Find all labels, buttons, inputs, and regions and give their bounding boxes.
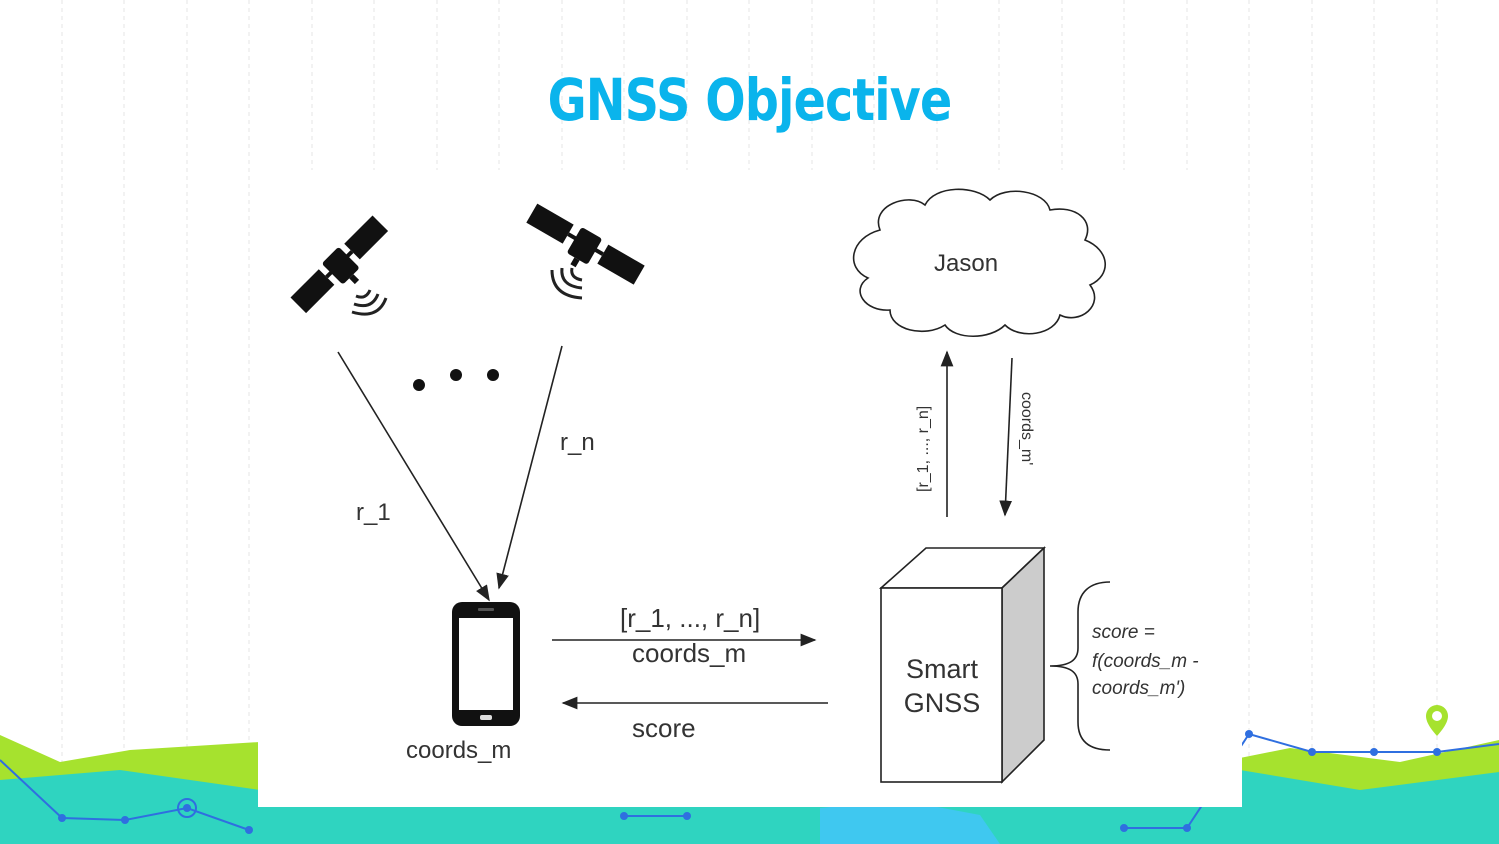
- satellite-icon: [290, 215, 389, 314]
- formula-line2: f(coords_m -: [1092, 651, 1199, 672]
- ellipsis-dots: [413, 369, 499, 391]
- slide-title: GNSS Objective: [547, 66, 953, 134]
- satellite-icon: [526, 203, 645, 285]
- smartphone-icon: [452, 602, 520, 726]
- response-label: score: [632, 713, 696, 743]
- cloud-label: Jason: [934, 250, 998, 277]
- signal-waves-2: [550, 267, 583, 300]
- server-box-icon: [878, 546, 1046, 784]
- signal-line-r1: [337, 351, 490, 602]
- sky-wave: [820, 800, 1000, 844]
- signal-waves-1: [351, 289, 388, 316]
- cloud-icon: [852, 188, 1106, 337]
- upload-arrow-label: [r_1, ..., r_n]: [915, 406, 932, 492]
- box-label-line1: Smart: [906, 654, 979, 684]
- curly-brace: [1049, 581, 1111, 751]
- formula-line3: coords_m'): [1092, 678, 1185, 699]
- box-label-line2: GNSS: [904, 688, 981, 718]
- download-arrow: [999, 357, 1013, 517]
- request-label-line2: coords_m: [632, 638, 746, 668]
- location-pin-icon: [1426, 705, 1448, 736]
- target-node: [177, 798, 197, 818]
- request-label-line1: [r_1, ..., r_n]: [620, 603, 760, 633]
- label-r1: r_1: [356, 499, 391, 526]
- phone-label: coords_m: [406, 737, 511, 764]
- signal-line-rn: [496, 345, 563, 590]
- download-arrow-label: coords_m': [1018, 392, 1035, 465]
- formula-line1: score =: [1092, 622, 1155, 643]
- label-rn: r_n: [560, 429, 595, 456]
